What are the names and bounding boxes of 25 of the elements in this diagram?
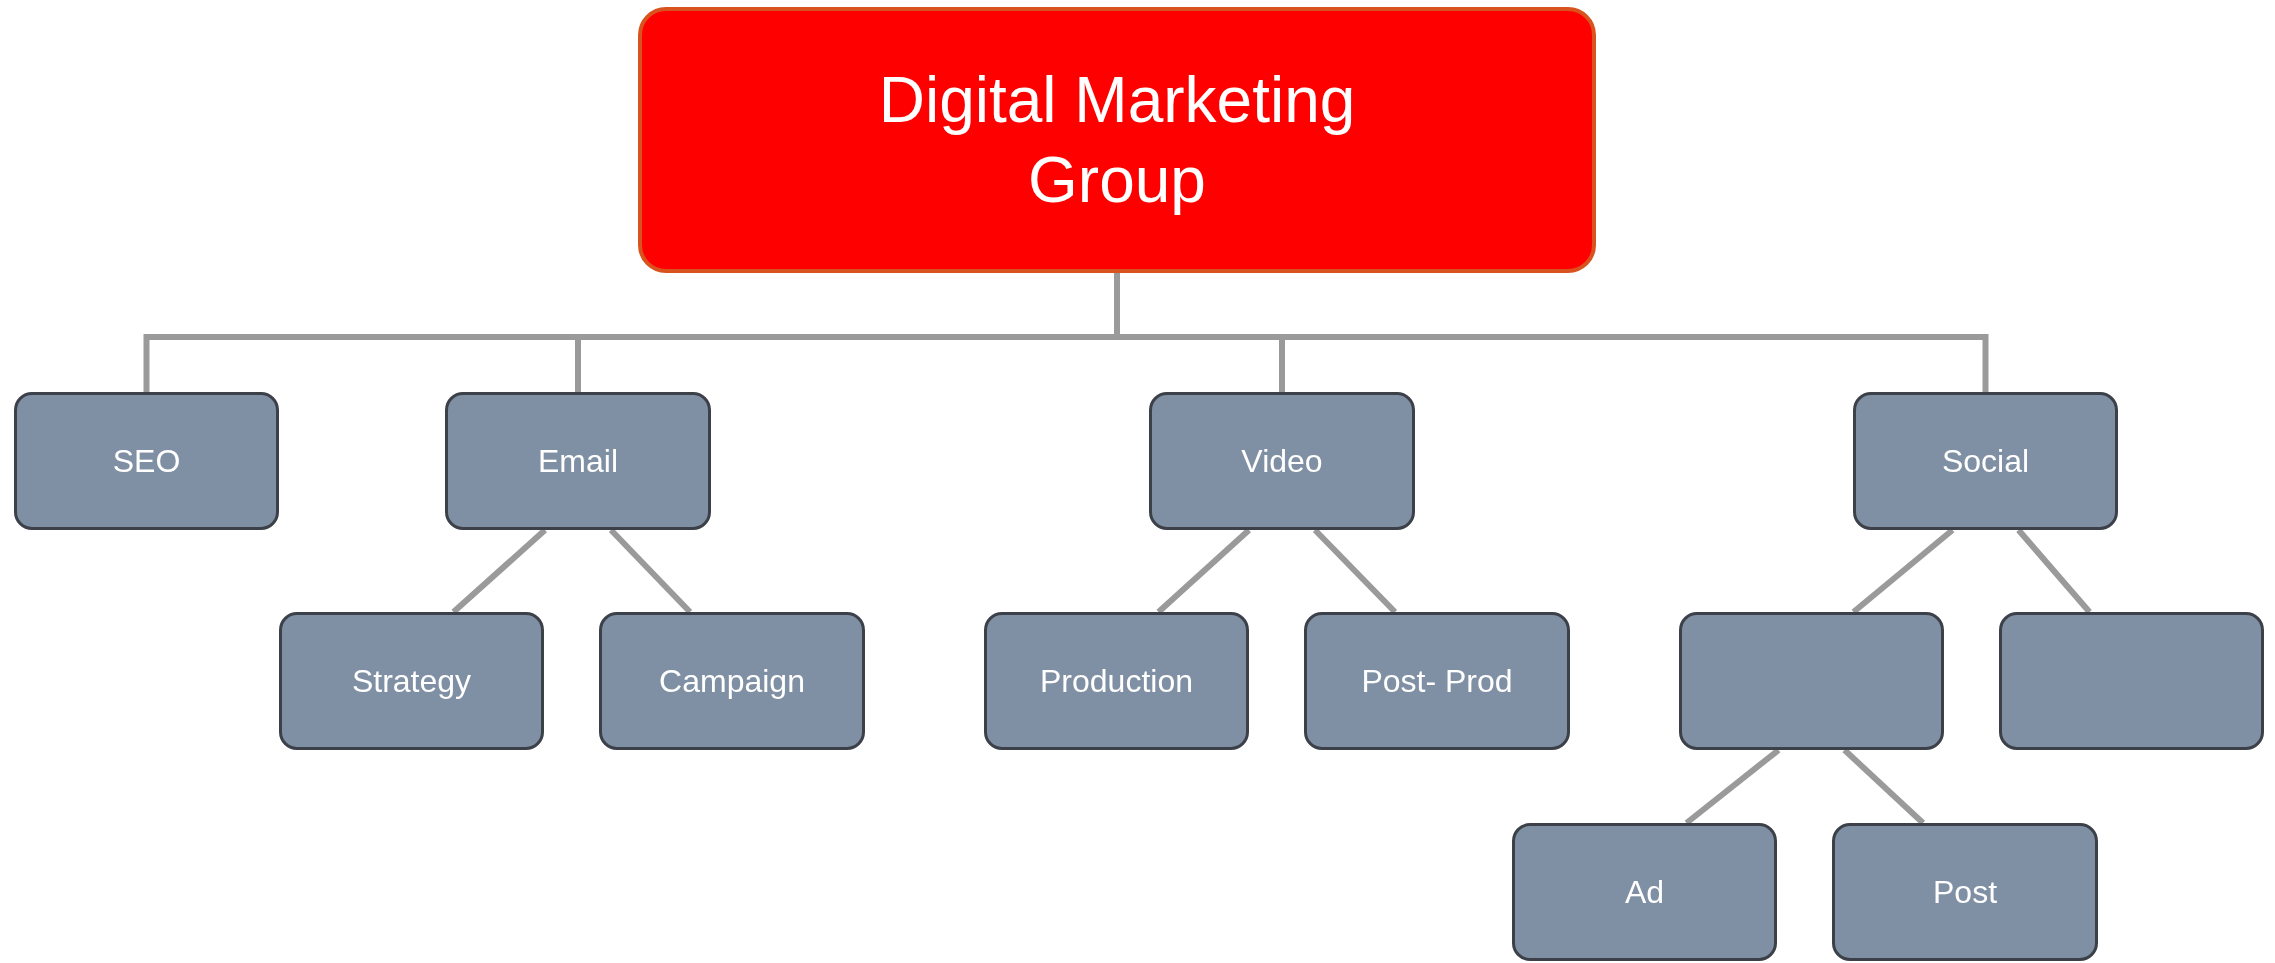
box-label: Social [1941,442,2030,481]
title-box [638,7,1596,273]
empty-box [1679,612,1944,750]
box-label: Production [1040,662,1193,701]
box-label: SEO [112,442,181,481]
category-box [599,612,865,750]
connector-line [2016,528,2092,614]
category-box [1853,392,2118,530]
category-box [279,612,544,750]
category-box [1832,823,2098,961]
category-box [14,392,279,530]
category-box [445,392,711,530]
box-label: Strategy [351,662,472,701]
box-label: Email [538,442,618,481]
box-label: Ad [1624,873,1665,912]
box-label: Digital Marketing Group [877,63,1357,218]
box-label: Post [1933,873,1997,912]
box-label: Post- Prod [1361,662,1513,701]
box-label: Video [1241,442,1323,481]
empty-box [1999,612,2264,750]
category-box [1149,392,1415,530]
category-box [984,612,1249,750]
category-box [1512,823,1777,961]
category-box [1304,612,1570,750]
box-label: Campaign [659,662,805,701]
